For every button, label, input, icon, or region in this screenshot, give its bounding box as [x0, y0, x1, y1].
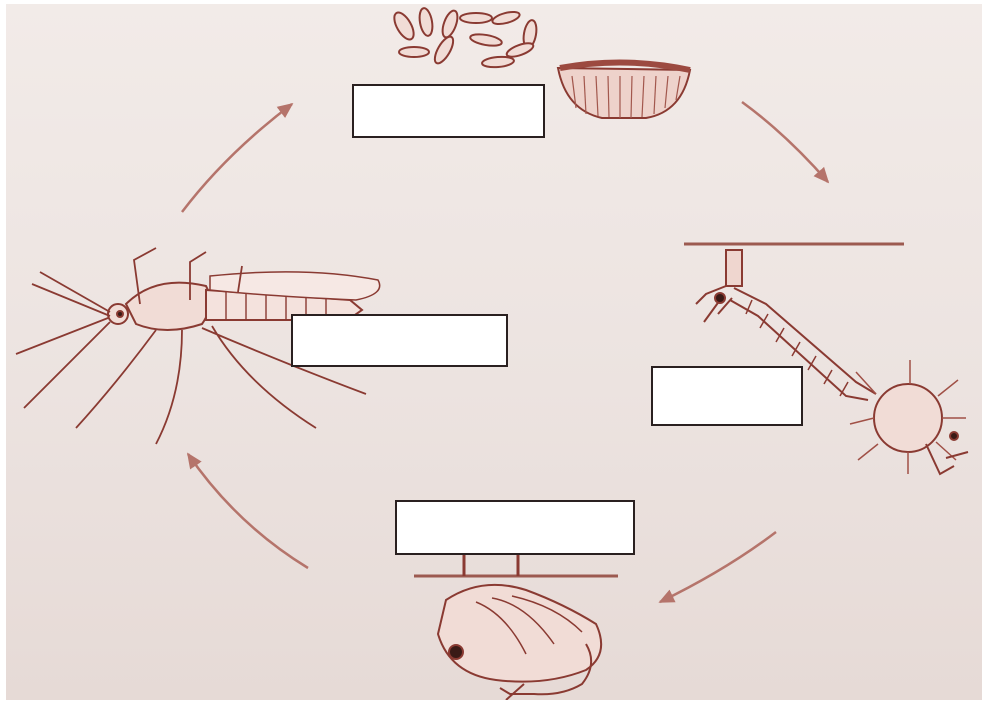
life-cycle-diagram [6, 4, 982, 700]
pupa-illustration [414, 554, 618, 700]
egg-raft-illustration [558, 62, 690, 118]
eggs-illustration [390, 7, 538, 68]
arrow-adult-to-eggs [182, 104, 292, 212]
arrow-pupa-to-adult [188, 454, 308, 568]
label-box-larva[interactable] [651, 366, 803, 426]
arrow-larva-to-pupa [660, 532, 776, 602]
label-box-adult[interactable] [291, 314, 508, 367]
larva-illustration [684, 244, 968, 474]
label-box-eggs[interactable] [352, 84, 545, 138]
arrow-eggs-to-larva [742, 102, 828, 182]
label-box-pupa[interactable] [395, 500, 635, 555]
